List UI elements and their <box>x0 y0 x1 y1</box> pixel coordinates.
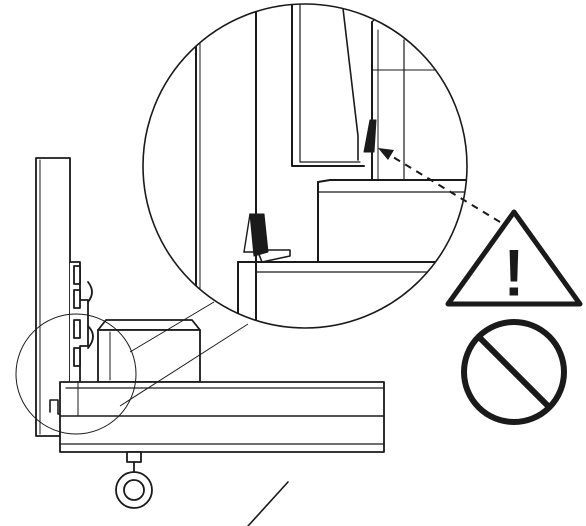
top-box <box>98 320 200 382</box>
horizontal-beam <box>60 382 384 452</box>
hook-tab <box>250 214 268 256</box>
warning-triangle-icon: ! <box>448 212 580 312</box>
latch-tab <box>364 120 376 152</box>
detail-marker <box>16 302 248 434</box>
magnified-detail <box>143 0 470 328</box>
hinge-bracket <box>70 262 93 396</box>
eye-bolt <box>116 452 152 508</box>
dashed-pointer-arrow <box>378 148 500 222</box>
cable-line <box>248 482 288 526</box>
wall-panel <box>36 158 70 436</box>
main-assembly <box>36 158 384 526</box>
prohibited-circle-icon <box>464 322 564 422</box>
warning-exclamation: ! <box>503 235 526 311</box>
